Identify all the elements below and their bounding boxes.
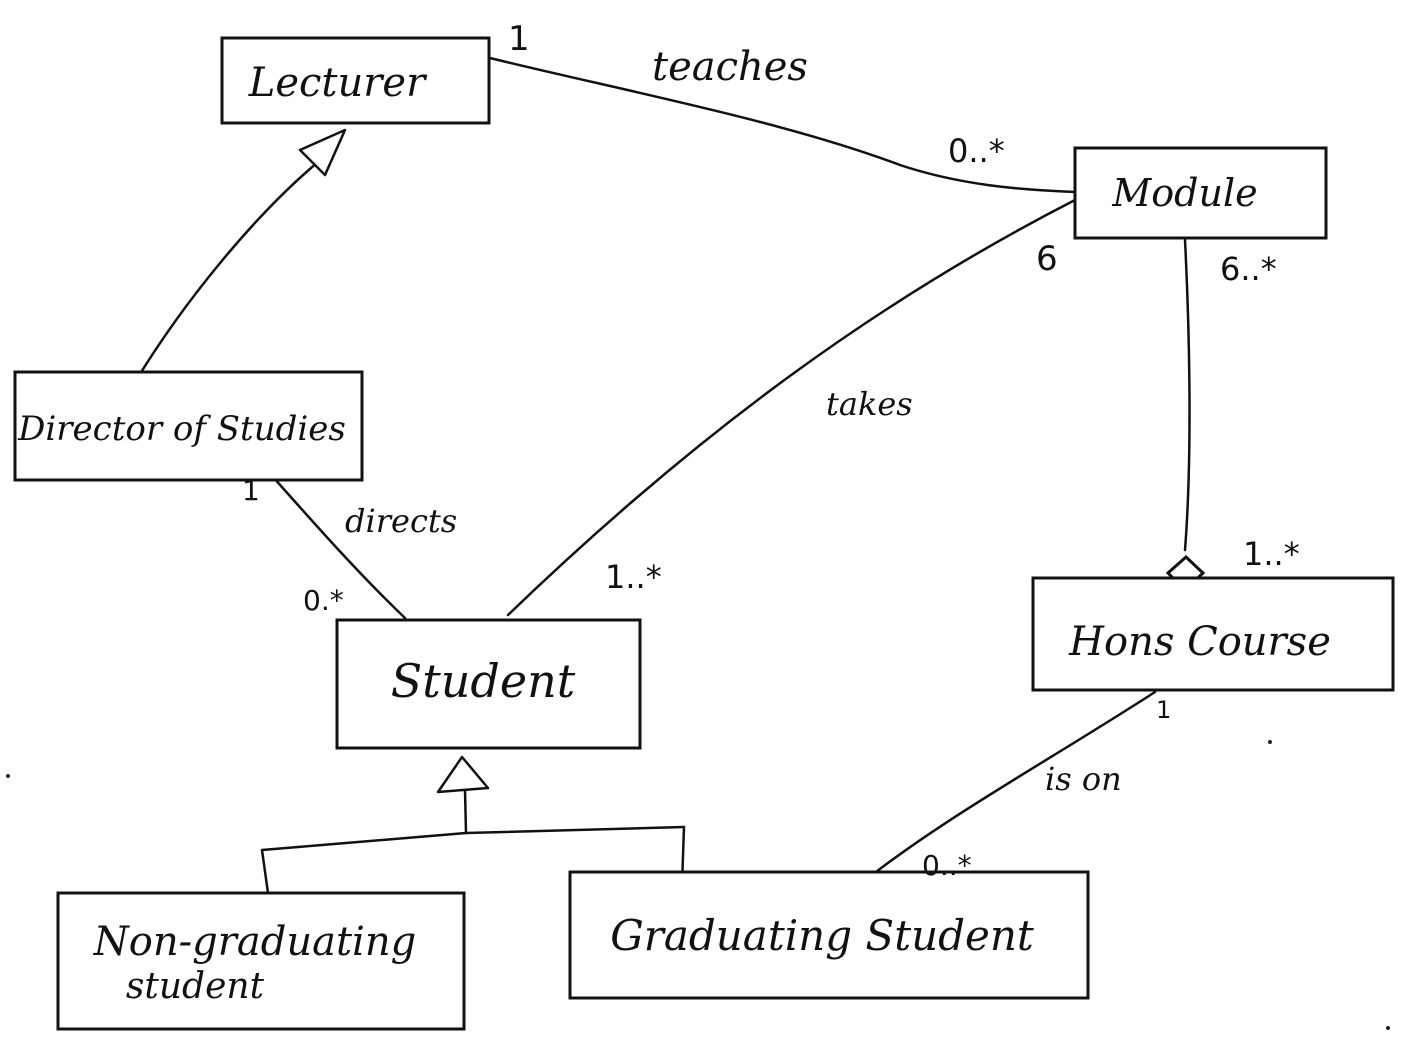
student-class-name: Student xyxy=(391,654,576,708)
teaches-lecturer-multiplicity: 1 xyxy=(508,19,530,59)
module-class: Module xyxy=(1073,146,1328,240)
directs-director-multiplicity: 1 xyxy=(242,474,260,507)
takes-student-multiplicity: 1..* xyxy=(605,558,662,596)
generalization-stem xyxy=(463,788,468,835)
directs-label: directs xyxy=(345,502,457,540)
is-on-student-multiplicity: 0..* xyxy=(922,849,972,882)
teaches-module-multiplicity: 0..* xyxy=(948,132,1005,170)
teaches-association-line xyxy=(488,56,1077,194)
generalization-bar xyxy=(260,825,686,852)
module-class-name: Module xyxy=(1111,171,1257,215)
lecturer-class-name: Lecturer xyxy=(248,60,428,106)
director-of-studies-class-name: Director of Studies xyxy=(17,409,346,449)
aggregation-module-multiplicity: 6..* xyxy=(1220,250,1277,288)
is-on-association-line xyxy=(860,690,1157,885)
stray-mark xyxy=(1268,740,1272,744)
lecturer-class: Lecturer xyxy=(220,36,491,125)
non-graduating-student-line2: student xyxy=(126,966,265,1007)
hons-course-class: Hons Course xyxy=(1031,576,1395,692)
takes-module-multiplicity: 6 xyxy=(1036,239,1058,279)
stray-mark xyxy=(1386,1026,1390,1030)
student-generalization-arrowhead xyxy=(436,755,490,794)
director-of-studies-class: Director of Studies xyxy=(13,370,364,482)
graduating-student-class: Graduating Student xyxy=(568,870,1090,1000)
takes-association-line xyxy=(506,198,1077,617)
non-graduating-student-class: Non-graduating student xyxy=(56,891,466,1031)
directs-association-line xyxy=(263,466,407,620)
takes-label: takes xyxy=(826,385,913,423)
director-generalization-line xyxy=(133,160,320,384)
teaches-label: teaches xyxy=(652,44,808,90)
directs-student-multiplicity: 0.* xyxy=(303,584,344,617)
stray-mark xyxy=(6,774,10,778)
student-class: Student xyxy=(335,618,642,750)
aggregation-course-multiplicity: 1..* xyxy=(1243,535,1300,573)
is-on-course-multiplicity: 1 xyxy=(1156,696,1171,724)
non-graduating-branch xyxy=(260,848,270,895)
graduating-student-class-name: Graduating Student xyxy=(610,911,1034,960)
non-graduating-student-line1: Non-graduating xyxy=(93,919,416,965)
module-course-aggregation-line xyxy=(1183,238,1191,552)
lecturer-generalization-arrowhead xyxy=(298,128,347,177)
hons-course-class-name: Hons Course xyxy=(1068,619,1331,665)
is-on-label: is on xyxy=(1045,760,1122,798)
